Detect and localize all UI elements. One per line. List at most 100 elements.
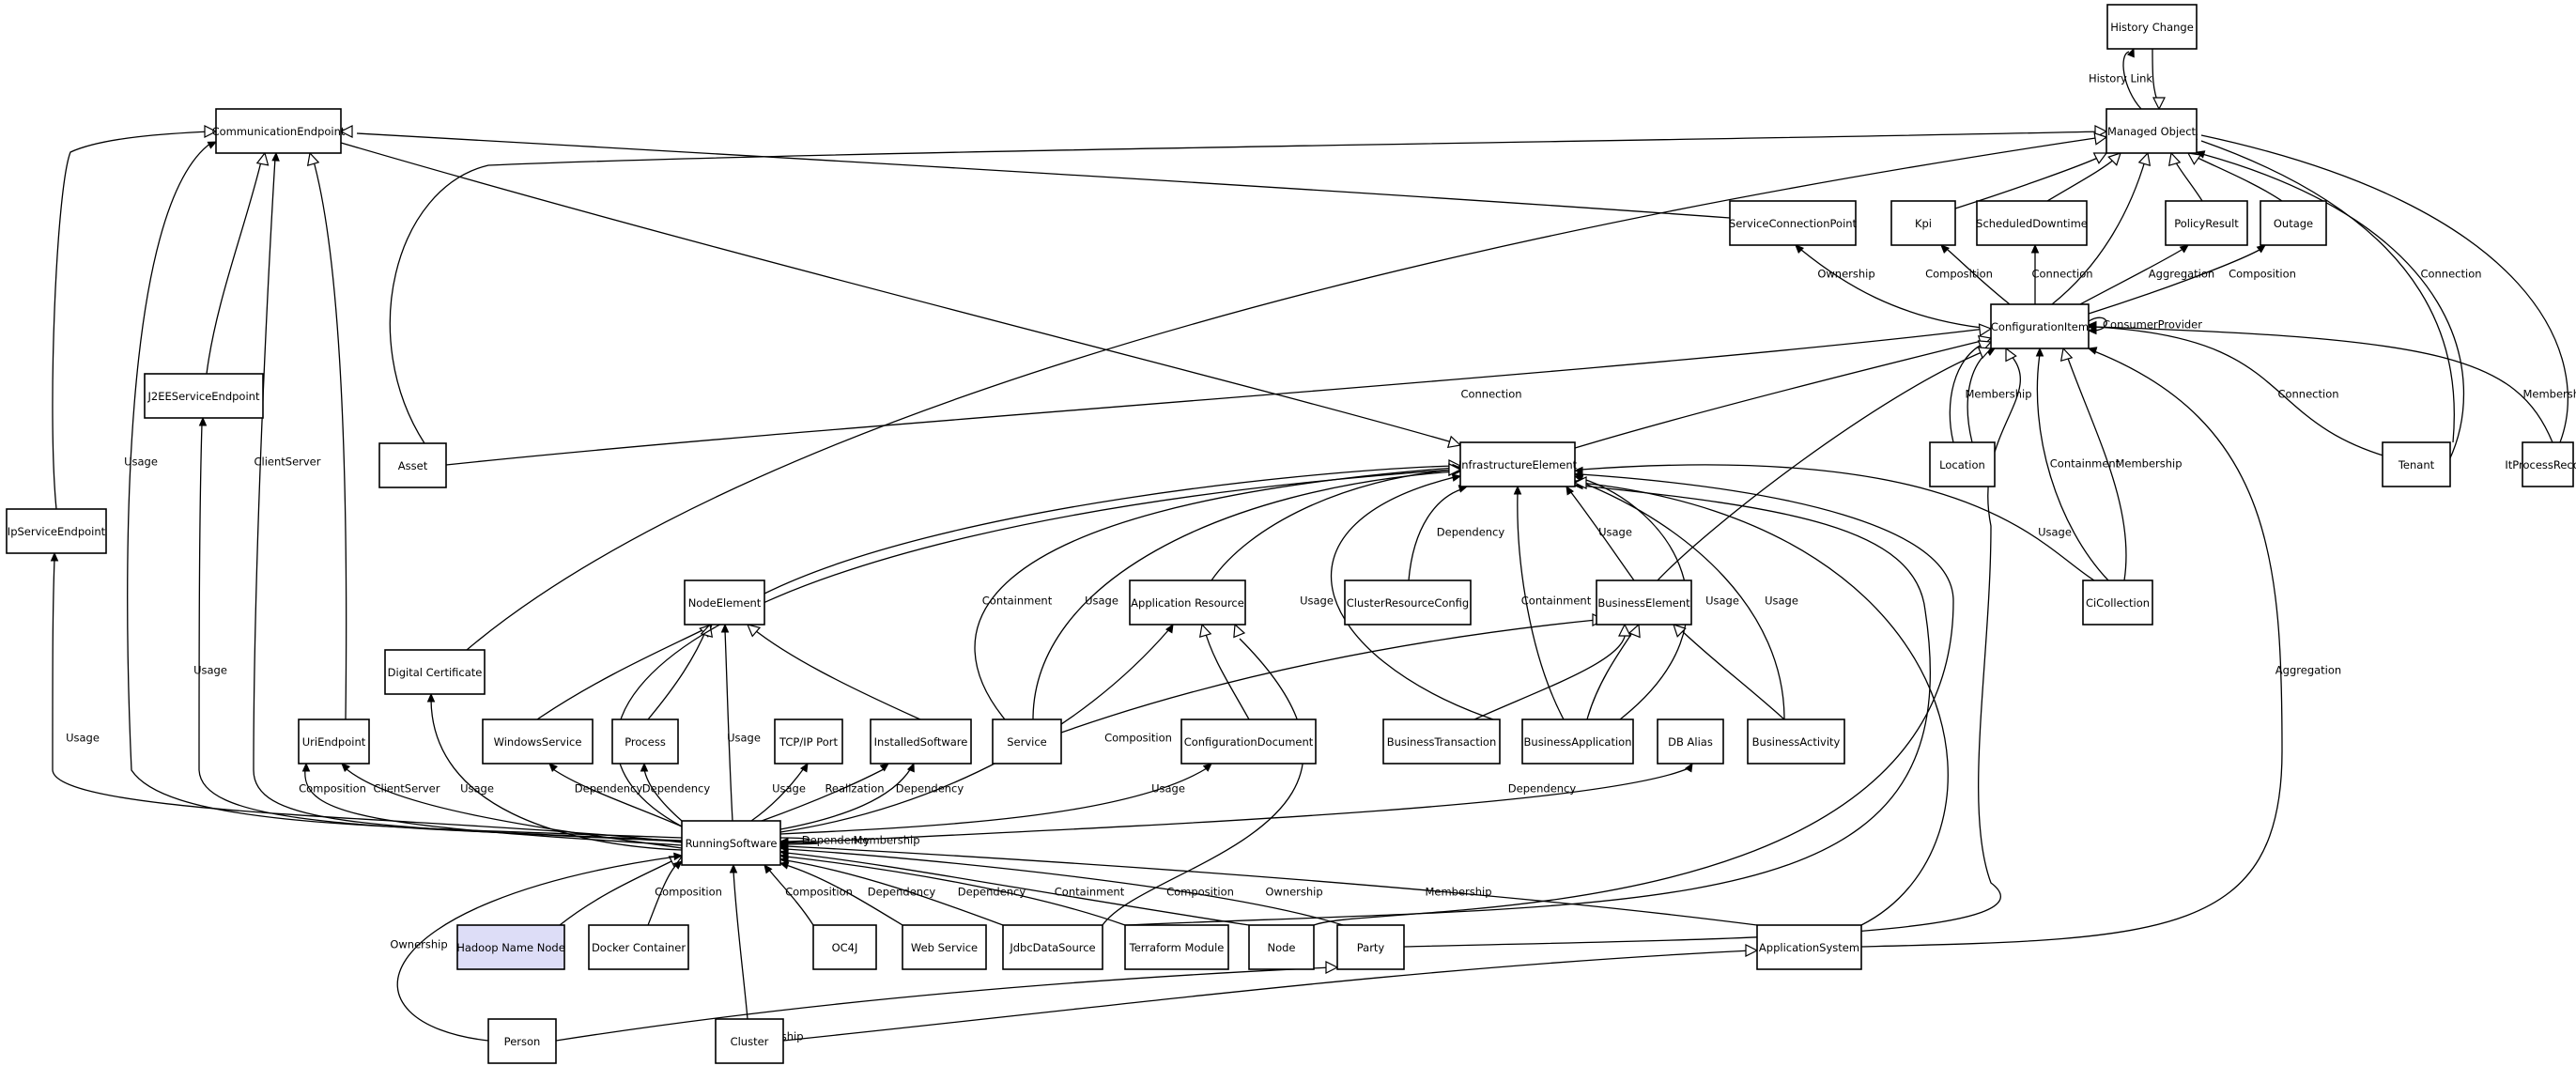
node-box[interactable] xyxy=(1124,924,1229,970)
node-oc4j[interactable]: OC4J xyxy=(812,924,877,970)
node-service-connection-point[interactable]: ServiceConnectionPoint xyxy=(1729,200,1858,246)
node-ip-service-endpoint[interactable]: IpServiceEndpoint xyxy=(6,508,107,554)
node-asset[interactable]: Asset xyxy=(378,442,447,488)
node-box[interactable] xyxy=(378,442,447,488)
edge-label: Ownership xyxy=(1265,886,1322,899)
node-box[interactable] xyxy=(1729,200,1857,246)
node-box[interactable] xyxy=(870,718,972,765)
node-box[interactable] xyxy=(2522,441,2574,487)
node-hadoop-name-node[interactable]: Hadoop Name Node xyxy=(456,924,565,970)
node-tcpip-port[interactable]: TCP/IP Port xyxy=(774,718,843,765)
node-process[interactable]: Process xyxy=(611,718,679,765)
node-history-change[interactable]: History Change xyxy=(2106,4,2198,50)
node-box[interactable] xyxy=(6,508,107,554)
node-box[interactable] xyxy=(588,924,689,970)
node-box[interactable] xyxy=(1129,579,1246,626)
node-box[interactable] xyxy=(2260,200,2327,246)
node-business-application[interactable]: BusinessApplication xyxy=(1521,718,1634,765)
node-box[interactable] xyxy=(1336,924,1405,970)
node-label: InstalledSoftware xyxy=(874,735,968,749)
node-box[interactable] xyxy=(2106,108,2198,154)
node-db-alias[interactable]: DB Alias xyxy=(1657,718,1724,765)
node-jdbc-data-source[interactable]: JdbcDataSource xyxy=(1002,924,1103,970)
node-docker-container[interactable]: Docker Container xyxy=(588,924,689,970)
node-business-transaction[interactable]: BusinessTransaction xyxy=(1382,718,1501,765)
node-node[interactable]: Node xyxy=(1248,924,1315,970)
node-box[interactable] xyxy=(487,1018,557,1064)
edge-label: Usage xyxy=(124,456,158,469)
node-uri-endpoint[interactable]: UriEndpoint xyxy=(298,718,370,765)
node-business-activity[interactable]: BusinessActivity xyxy=(1747,718,1845,765)
node-box[interactable] xyxy=(1180,718,1317,765)
node-outage[interactable]: Outage xyxy=(2260,200,2327,246)
node-box[interactable] xyxy=(1002,924,1103,970)
node-kpi[interactable]: Kpi xyxy=(1890,200,1956,246)
node-box[interactable] xyxy=(684,579,765,626)
node-managed-object[interactable]: Managed Object xyxy=(2106,108,2198,154)
node-configuration-document[interactable]: ConfigurationDocument xyxy=(1180,718,1317,765)
node-ci-collection[interactable]: CiCollection xyxy=(2082,579,2153,626)
node-scheduled-downtime[interactable]: ScheduledDowntime xyxy=(1976,200,2088,246)
node-j2ee-service-endpoint[interactable]: J2EEServiceEndpoint xyxy=(144,373,264,419)
node-windows-service[interactable]: WindowsService xyxy=(482,718,594,765)
node-person[interactable]: Person xyxy=(487,1018,557,1064)
edge-running-software-to-configuration-document: Usage xyxy=(779,763,1212,835)
node-box[interactable] xyxy=(611,718,679,765)
node-box[interactable] xyxy=(2382,441,2451,487)
node-box[interactable] xyxy=(1344,579,1472,626)
node-box[interactable] xyxy=(1596,579,1692,626)
node-box[interactable] xyxy=(1248,924,1315,970)
node-communication-endpoint[interactable]: CommunicationEndpoint xyxy=(212,108,346,154)
node-infrastructure-element[interactable]: InfrastructureElement xyxy=(1458,441,1578,487)
node-digital-certificate[interactable]: Digital Certificate xyxy=(384,649,486,695)
node-box[interactable] xyxy=(715,1018,784,1064)
node-box[interactable] xyxy=(1990,303,2090,349)
node-box[interactable] xyxy=(1382,718,1501,765)
generalization-arrowhead xyxy=(255,151,270,166)
node-party[interactable]: Party xyxy=(1336,924,1405,970)
node-box[interactable] xyxy=(482,718,594,765)
node-it-process-record[interactable]: ItProcessRecord xyxy=(2505,441,2576,487)
node-box[interactable] xyxy=(902,924,987,970)
node-box[interactable] xyxy=(456,924,565,970)
node-installed-software[interactable]: InstalledSoftware xyxy=(870,718,972,765)
node-service[interactable]: Service xyxy=(992,718,1062,765)
node-box[interactable] xyxy=(1929,441,1996,487)
node-business-element[interactable]: BusinessElement xyxy=(1596,579,1692,626)
node-box[interactable] xyxy=(1521,718,1634,765)
node-box[interactable] xyxy=(215,108,342,154)
node-box[interactable] xyxy=(1756,924,1862,970)
node-box[interactable] xyxy=(1747,718,1845,765)
edge-label: Usage xyxy=(772,782,806,796)
node-running-software[interactable]: RunningSoftware xyxy=(681,820,781,866)
node-application-resource[interactable]: Application Resource xyxy=(1129,579,1246,626)
node-location[interactable]: Location xyxy=(1929,441,1996,487)
node-box[interactable] xyxy=(1976,200,2088,246)
node-box[interactable] xyxy=(298,718,370,765)
node-box[interactable] xyxy=(1459,441,1576,487)
node-application-system[interactable]: ApplicationSystem xyxy=(1756,924,1862,970)
edge-label: Usage xyxy=(1705,595,1739,608)
node-web-service[interactable]: Web Service xyxy=(902,924,987,970)
node-box[interactable] xyxy=(1657,718,1724,765)
node-configuration-item[interactable]: ConfigurationItem xyxy=(1990,303,2090,349)
node-tenant[interactable]: Tenant xyxy=(2382,441,2451,487)
edge-configuration-item-to-scheduled-downtime: Connection xyxy=(2030,243,2093,305)
node-cluster[interactable]: Cluster xyxy=(715,1018,784,1064)
node-box[interactable] xyxy=(812,924,877,970)
node-box[interactable] xyxy=(774,718,843,765)
node-terraform-module[interactable]: Terraform Module xyxy=(1124,924,1229,970)
node-box[interactable] xyxy=(2165,200,2248,246)
node-box[interactable] xyxy=(144,373,264,419)
node-box[interactable] xyxy=(1890,200,1956,246)
node-box[interactable] xyxy=(384,649,486,695)
node-node-element[interactable]: NodeElement xyxy=(684,579,765,626)
node-box[interactable] xyxy=(2106,4,2198,50)
node-cluster-resource-config[interactable]: ClusterResourceConfig xyxy=(1344,579,1472,626)
node-box[interactable] xyxy=(992,718,1062,765)
node-policy-result[interactable]: PolicyResult xyxy=(2165,200,2248,246)
edge-line xyxy=(2088,317,2107,332)
node-box[interactable] xyxy=(681,820,781,866)
node-box[interactable] xyxy=(2082,579,2153,626)
edge-label: Usage xyxy=(66,732,100,745)
